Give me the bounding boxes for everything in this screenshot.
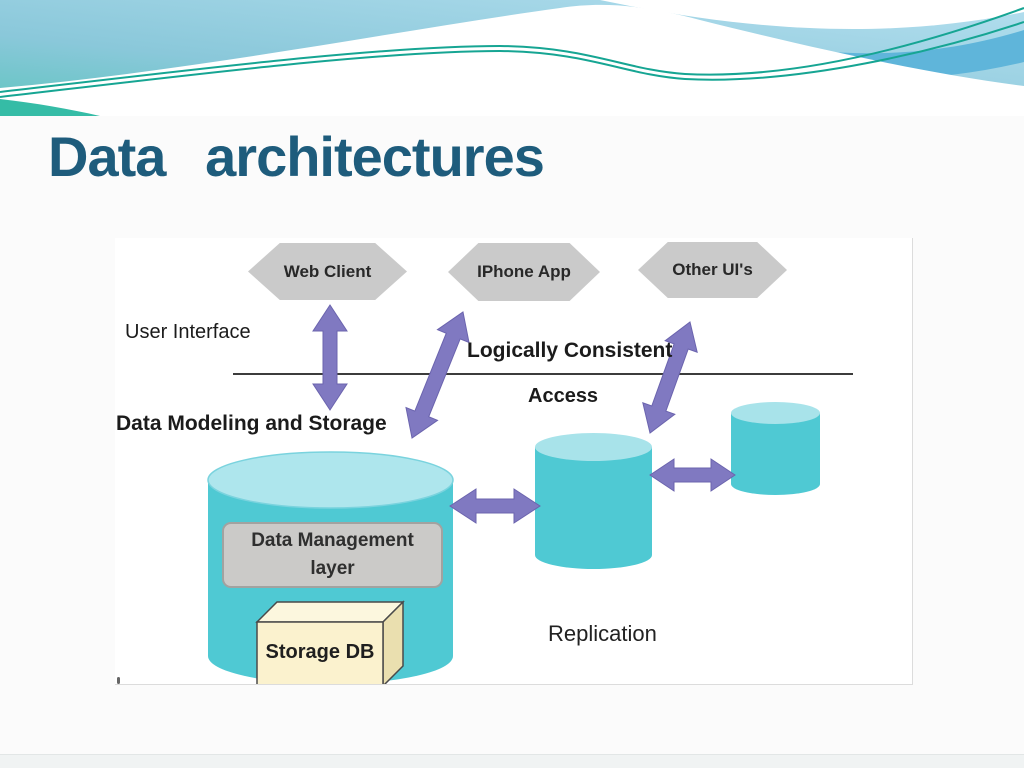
teal-curve-line-1	[0, 7, 1024, 93]
big-cylinder-top	[207, 451, 454, 509]
architecture-diagram: Web Client IPhone App Other UI's User In…	[115, 238, 913, 685]
data-modeling-storage-label: Data Modeling and Storage	[116, 412, 387, 435]
middle-database-cylinder	[535, 447, 652, 569]
middle-cylinder-top	[535, 433, 652, 461]
hexagon-web-client-label: Web Client	[283, 261, 372, 281]
blue-accent-band	[620, 10, 1024, 79]
hexagon-iphone-app-label: IPhone App	[477, 262, 571, 281]
data-management-layer-box: Data Management layer	[222, 522, 443, 588]
storage-db-label: Storage DB	[265, 640, 375, 663]
logically-consistent-label: Logically Consistent	[467, 339, 673, 362]
hexagon-other-uis: Other UI's	[638, 242, 787, 298]
storage-box-top-face	[255, 601, 405, 623]
teal-corner-wedge	[0, 99, 100, 116]
hexagon-other-uis-label: Other UI's	[672, 260, 753, 279]
user-interface-label: User Interface	[125, 321, 251, 343]
arrow-replication-left	[449, 488, 541, 524]
small-database-cylinder	[731, 413, 820, 496]
white-wave-main	[0, 4, 1024, 116]
arrow-iphone-diagonal-shape	[405, 311, 470, 439]
storage-db-label-wrap: Storage DB	[257, 624, 383, 680]
page-title: Data architectures	[48, 125, 545, 188]
bottom-strip	[0, 754, 1024, 768]
replication-label: Replication	[548, 621, 657, 646]
white-wave-top-right	[600, 0, 1024, 30]
hexagon-iphone-app: IPhone App	[448, 243, 600, 301]
small-cylinder-top	[731, 402, 820, 424]
arrow-iphone-diagonal	[405, 311, 470, 439]
hexagon-web-client: Web Client	[248, 243, 407, 300]
data-management-line2: layer	[310, 558, 355, 579]
arrow-replication-right	[649, 458, 736, 492]
arrow-otherui-diagonal	[642, 321, 698, 434]
arrow-otherui-diagonal-shape	[642, 321, 698, 434]
access-label: Access	[528, 385, 599, 407]
arrow-webclient-vertical	[312, 304, 348, 411]
teal-curve-line-2	[0, 21, 1024, 98]
diagram-shapes	[207, 304, 853, 684]
data-management-line1: Data Management	[251, 529, 414, 551]
image-artifact-mark	[117, 677, 120, 684]
storage-box-front-face	[256, 621, 384, 684]
wave-decoration	[0, 0, 1024, 116]
